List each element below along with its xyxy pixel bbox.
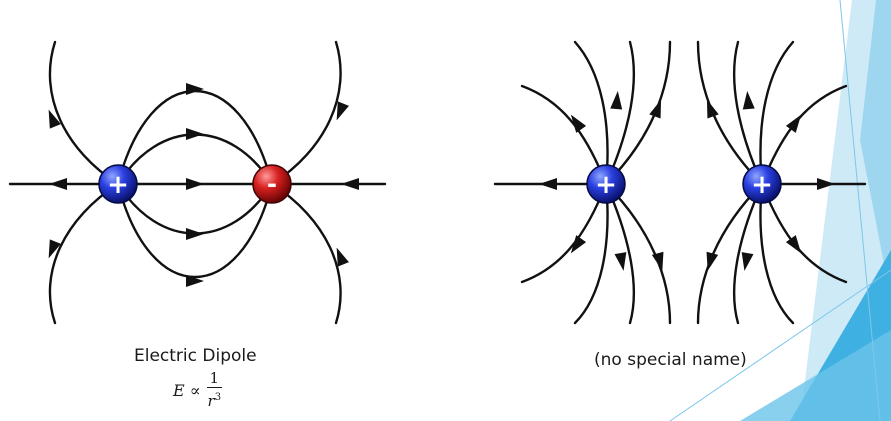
arrow-icon — [610, 91, 623, 110]
arrow-icon — [186, 275, 204, 287]
field-line — [732, 182, 764, 325]
formula-relation: ∝ — [189, 381, 201, 400]
arrow-icon — [336, 101, 349, 121]
arrow-icon — [48, 239, 61, 259]
arrow-icon — [336, 247, 349, 267]
arrow-icon — [785, 235, 802, 254]
arrow-icon — [341, 178, 359, 190]
arrow-icon — [186, 228, 204, 240]
field-line-left-loop-bottom — [48, 182, 120, 325]
field-line-right-loop-bottom — [270, 182, 342, 325]
arrow-icon — [649, 99, 662, 119]
formula-denominator: r3 — [208, 388, 222, 411]
dipole-arrowheads — [48, 83, 359, 287]
formula-numerator: 1 — [206, 370, 223, 388]
arrow-icon — [706, 99, 719, 119]
arrow-icon — [741, 252, 754, 271]
dipole-caption: Electric Dipole — [134, 346, 257, 366]
field-line — [573, 40, 609, 186]
field-line — [732, 40, 764, 186]
arrow-icon — [706, 251, 719, 271]
like-charges-arrowheads — [539, 91, 835, 271]
arrow-icon — [817, 178, 835, 190]
negative-charge: - — [252, 164, 292, 204]
accent-line — [839, 0, 881, 421]
field-line — [696, 182, 764, 325]
arrow-icon — [785, 114, 802, 133]
field-line — [604, 182, 636, 325]
field-line-inner-top — [116, 133, 274, 186]
arrow-icon — [186, 178, 204, 190]
charge-sign-negative: - — [267, 170, 277, 198]
like-charges-caption: (no special name) — [594, 350, 747, 370]
field-line — [604, 182, 672, 325]
accent-shape-lower — [740, 330, 891, 421]
field-line — [759, 40, 795, 186]
formula-fraction: 1 r3 — [206, 370, 223, 411]
field-line-inner-bottom — [116, 182, 274, 235]
formula-denominator-var: r — [207, 392, 215, 410]
field-line — [604, 40, 636, 186]
arrow-icon — [742, 91, 755, 110]
formula-lhs: E — [173, 381, 185, 400]
field-line-outer-bottom — [116, 182, 274, 278]
positive-charge-right: + — [742, 164, 782, 204]
positive-charge: + — [98, 164, 138, 204]
charge-sign-positive: + — [595, 170, 617, 200]
slide-accent-shapes — [669, 0, 891, 421]
arrow-icon — [539, 178, 557, 190]
arrow-icon — [570, 235, 587, 254]
field-line — [573, 182, 609, 325]
arrow-icon — [651, 251, 664, 271]
accent-line-2 — [669, 269, 891, 421]
arrow-icon — [614, 252, 627, 271]
positive-charge-left: + — [586, 164, 626, 204]
charge-sign-positive: + — [107, 170, 129, 200]
arrow-icon — [186, 128, 204, 140]
charge-sign-positive: + — [751, 170, 773, 200]
arrow-icon — [48, 109, 61, 129]
arrow-icon — [570, 114, 587, 133]
arrow-icon — [186, 83, 204, 95]
field-line-outer-top — [116, 90, 274, 186]
field-line-left-loop-top — [48, 40, 120, 186]
field-line-right-loop-top — [270, 40, 342, 186]
accent-shape-mid — [860, 0, 891, 300]
formula-denominator-exp: 3 — [214, 392, 222, 403]
field-line — [759, 182, 795, 325]
arrow-icon — [49, 178, 67, 190]
dipole-formula: E ∝ 1 r3 — [173, 370, 223, 411]
